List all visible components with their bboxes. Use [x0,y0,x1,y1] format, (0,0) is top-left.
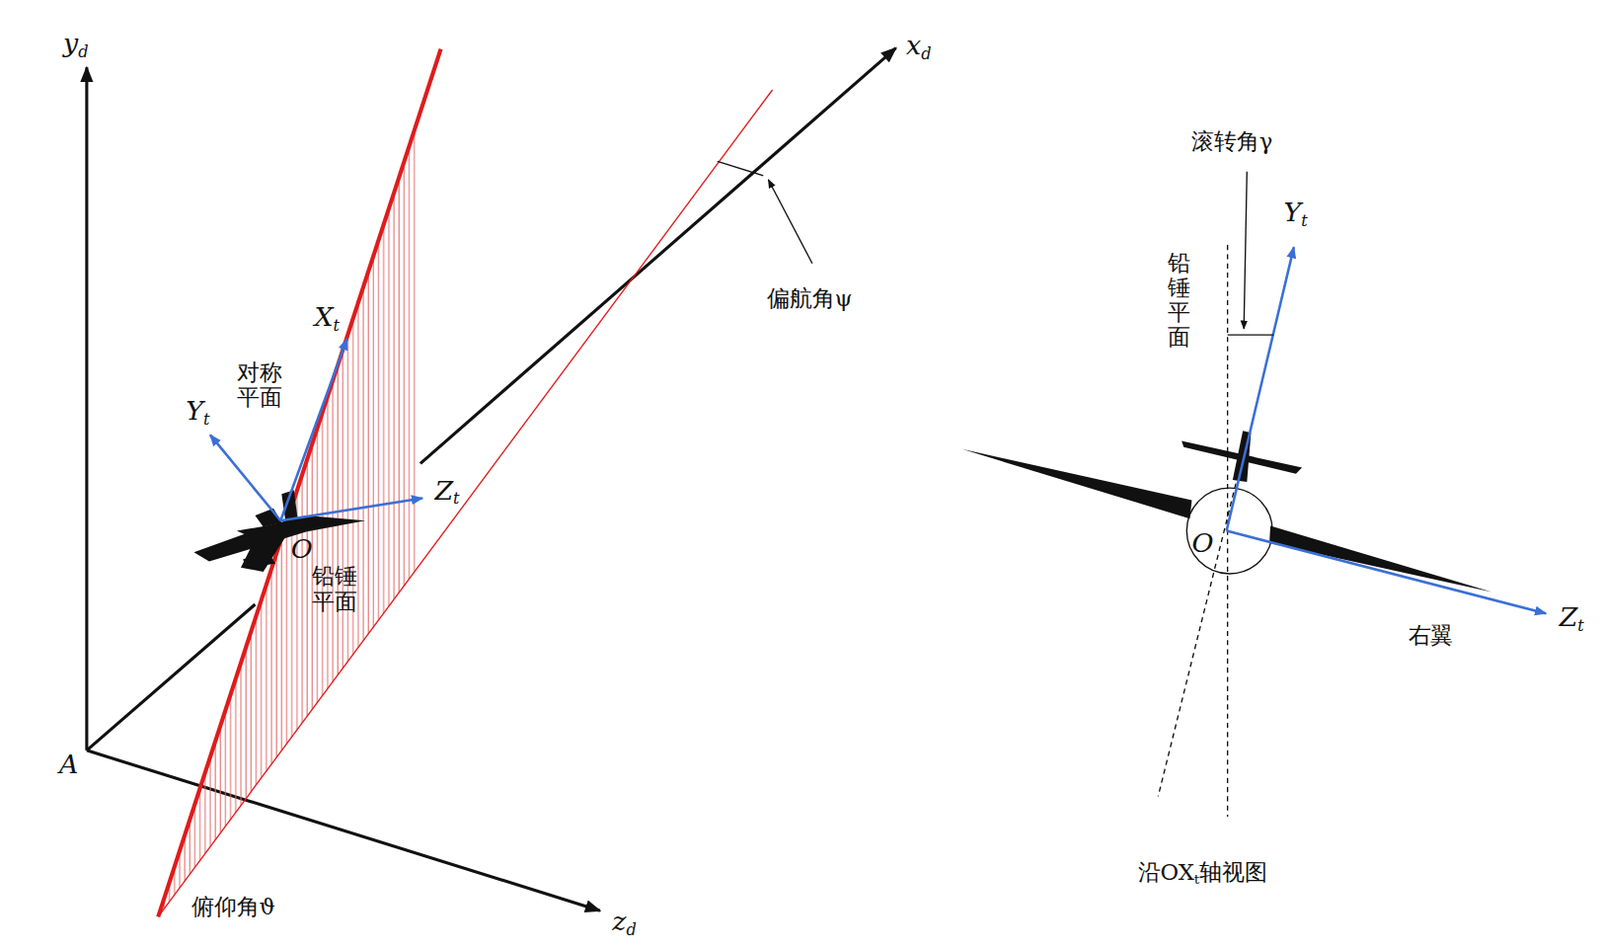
axis-label: Zt [434,475,459,510]
airplane-front-view [962,430,1493,592]
drawing-stroke [86,750,601,911]
yaw-angle-mark [717,160,813,263]
reference-lines [1157,244,1247,817]
drawing-stroke [1269,525,1492,592]
drawing-stroke [1243,171,1247,329]
airplane-silhouette [193,489,366,572]
body-axes [210,338,423,521]
plane-label: 对称 平面 [236,359,293,411]
axis-label: Yt [1284,198,1308,232]
drawing-stroke [157,49,441,917]
origin-label: O [1191,529,1214,560]
origin-label: O [291,534,313,566]
drawing-stroke [280,338,347,521]
angle-label: 偏航角ψ [766,285,852,311]
drawing-stroke [1226,531,1547,614]
angle-label: 滚转角γ [1191,128,1273,154]
axis-label: xd [906,30,931,65]
drawing-stroke [280,497,423,521]
plumb-plane [157,49,772,917]
drawing-stroke [767,179,812,264]
body-axes-front [1226,246,1547,613]
drawing-stroke [717,160,764,175]
drawing-stroke [210,434,281,521]
axis-label: zd [611,906,636,940]
angle-label: 俯仰角ϑ [191,894,275,920]
view-caption: 沿OXt轴视图 [1138,858,1268,887]
plane-label: 铅锤 平面 [311,563,368,615]
axis-label: yd [63,28,89,63]
drawing-stroke [1227,333,1275,335]
axis-label: Zt [1559,602,1585,636]
axis-label: Xt [313,302,340,336]
plane-label: 铅锤平面 [1167,250,1191,350]
drawing-stroke [236,520,297,572]
axis-label: Yt [185,395,210,430]
drawing-stroke [1157,439,1247,797]
drawing-stroke [157,89,772,916]
drawing-stroke [84,67,88,751]
drawing-stroke [420,48,897,464]
origin-label: A [59,749,78,780]
drawing-stroke [1226,246,1295,531]
drawing-stroke [962,449,1193,519]
drawing-stroke [242,550,276,568]
wing-label: 右翼 [1408,622,1453,649]
roll-angle-mark [1227,171,1275,335]
